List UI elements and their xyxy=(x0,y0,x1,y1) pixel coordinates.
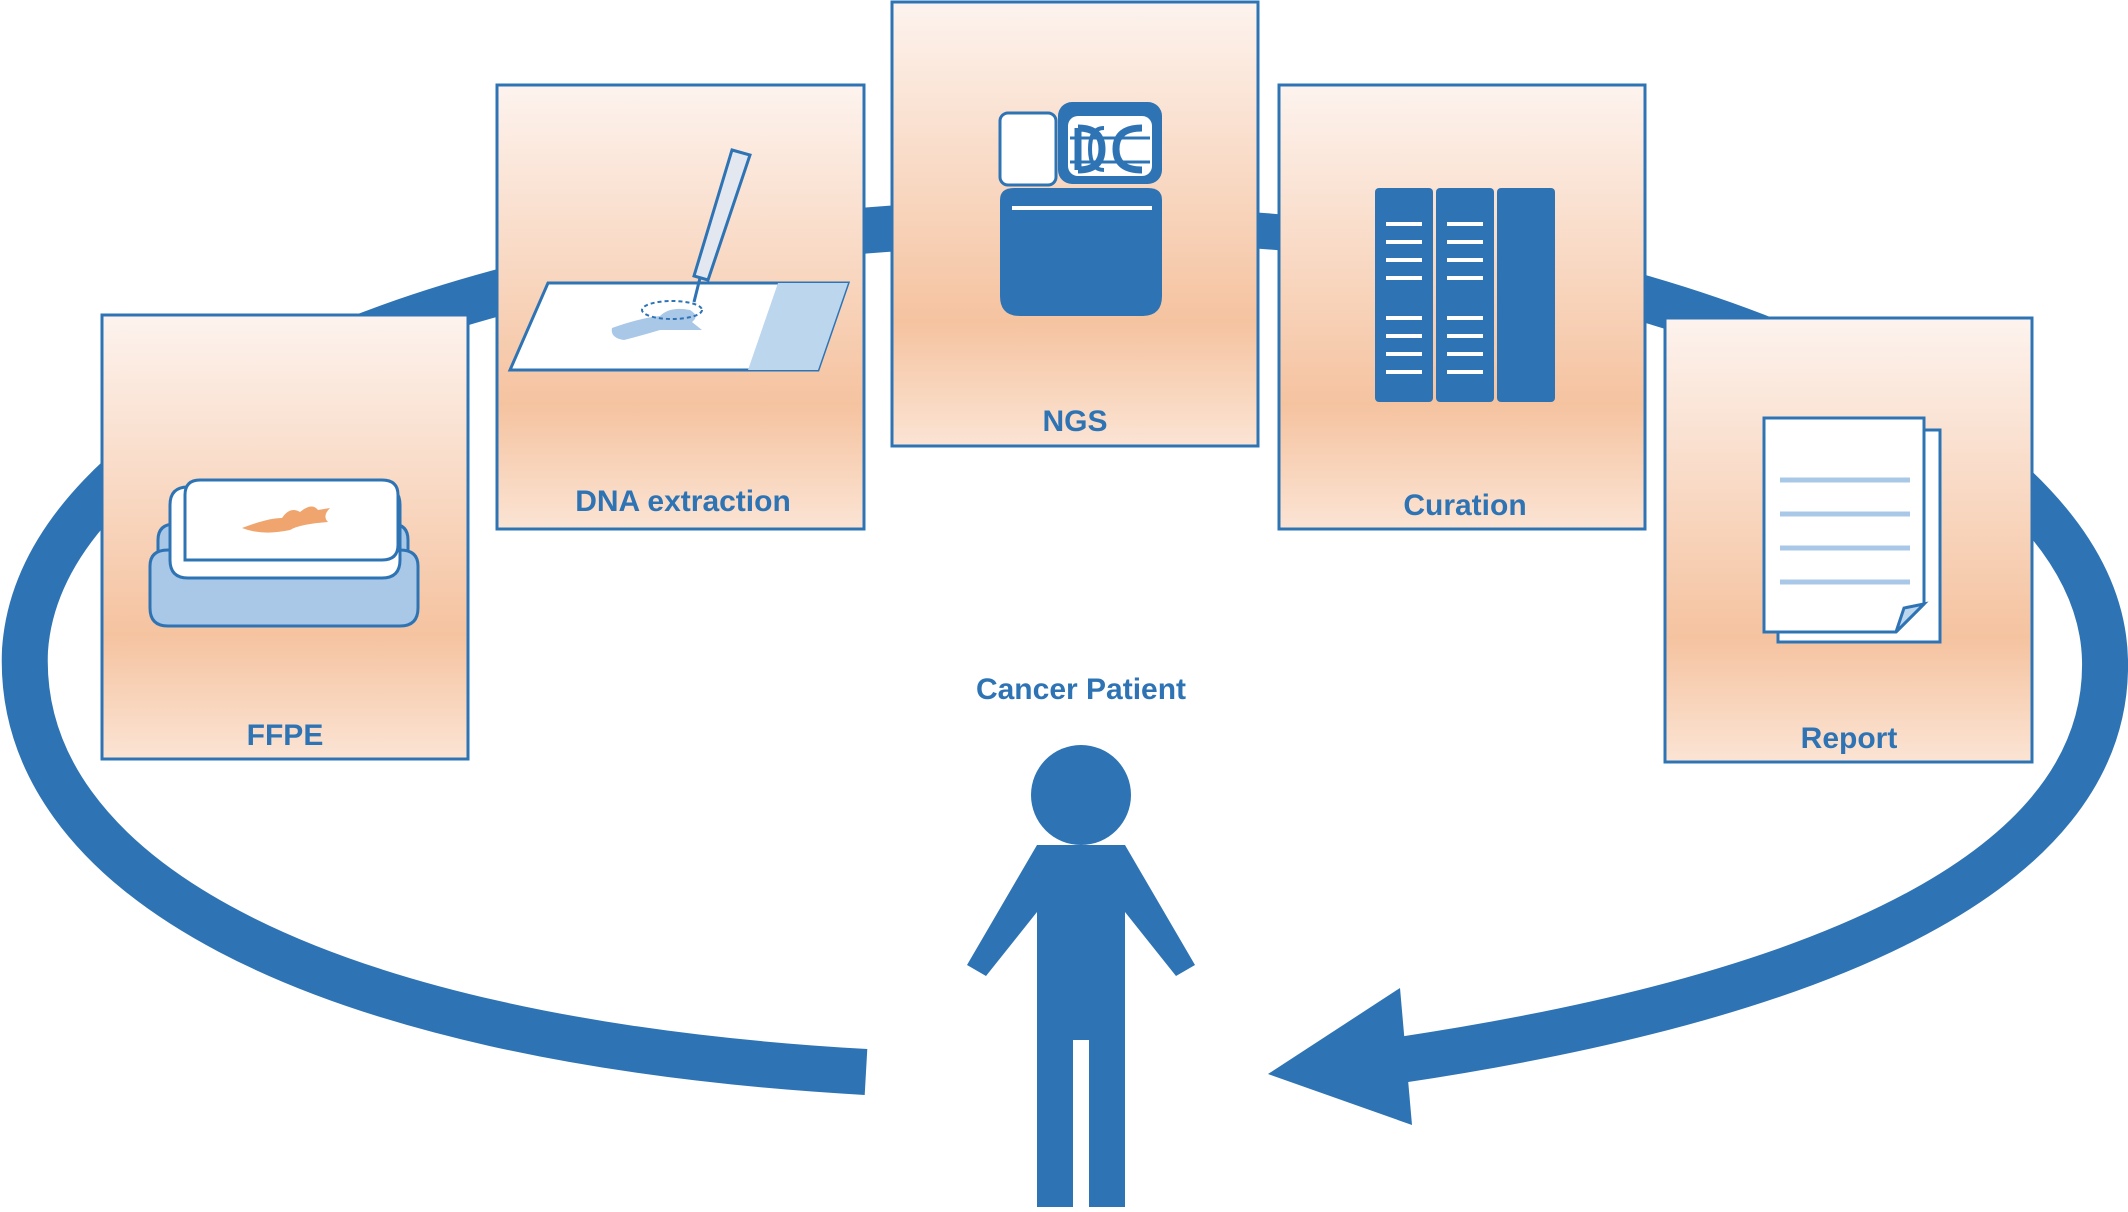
database-columns-icon xyxy=(1375,188,1555,402)
step-card-ngs: NGS xyxy=(890,0,1260,448)
step-card-curation: Curation xyxy=(1277,83,1647,531)
step-label-report: Report xyxy=(1801,722,1898,755)
step-label-dna: DNA extraction xyxy=(575,485,791,518)
cycle-arc-right xyxy=(1298,213,2128,1083)
sequencer-icon xyxy=(998,102,1162,316)
step-card-ffpe: FFPE xyxy=(100,313,470,761)
center-label: Cancer Patient xyxy=(976,673,1186,706)
step-card-dna: DNA extraction xyxy=(495,83,866,531)
cycle-arrowhead xyxy=(1268,988,1412,1125)
patient-figure-icon xyxy=(967,745,1195,1207)
cycle-arc-left xyxy=(1,205,902,1095)
ffpe-block-icon xyxy=(148,478,420,628)
step-label-curation: Curation xyxy=(1403,489,1526,522)
step-card-report: Report xyxy=(1663,316,2034,764)
step-label-ffpe: FFPE xyxy=(247,719,324,752)
slide-pipette-icon xyxy=(507,148,851,372)
step-label-ngs: NGS xyxy=(1042,405,1107,438)
document-pages-icon xyxy=(1762,416,1942,644)
